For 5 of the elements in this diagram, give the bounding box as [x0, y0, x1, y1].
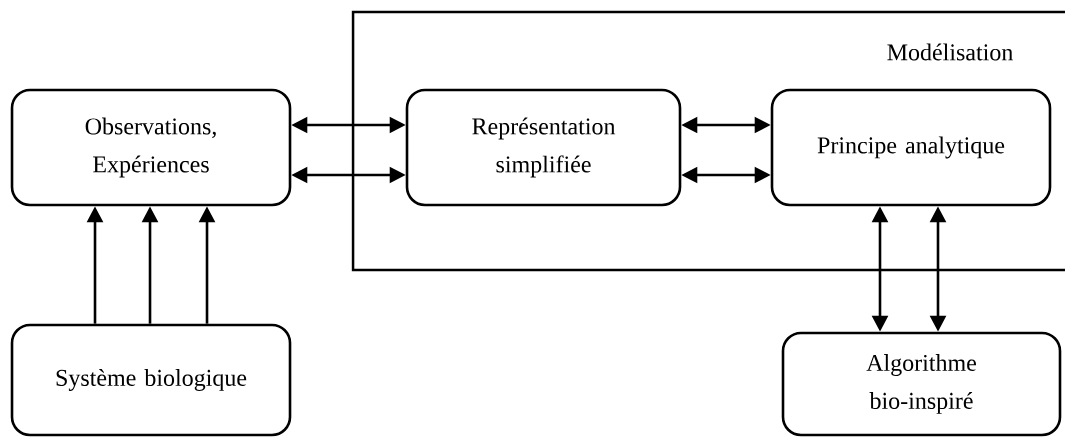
- process-box: Système biologique: [10, 323, 292, 437]
- process-box: Observations, Expériences: [10, 88, 292, 207]
- process-box: Principe analytique: [770, 88, 1052, 207]
- process-box: Représentation simplifiée: [405, 88, 682, 207]
- process-box: Algorithme bio-inspiré: [781, 331, 1062, 437]
